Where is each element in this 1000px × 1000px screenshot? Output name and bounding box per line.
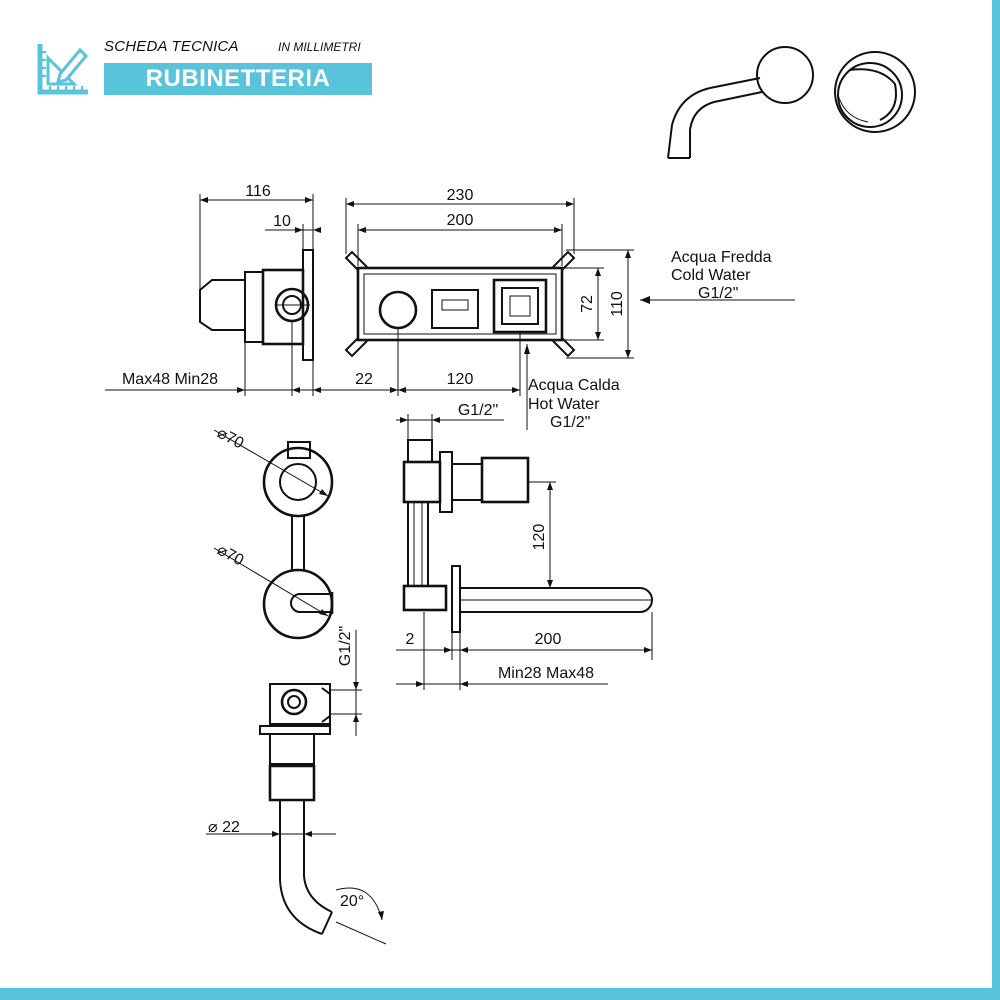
dim-angle: 20°: [340, 893, 364, 910]
dim-wall-range-bottom: Min28 Max48: [498, 665, 594, 682]
dim-box-inner-height: 72: [579, 295, 596, 313]
spout-bottom-view: [259, 683, 333, 935]
ruler-pencil-icon: [36, 40, 92, 96]
box-side-view: [199, 249, 314, 361]
cold-water-label-it: Acqua Fredda: [671, 249, 772, 266]
dim-offset-22: 22: [355, 371, 373, 388]
dim-spout-height: 120: [531, 524, 548, 551]
dim-flange-thickness: 10: [273, 213, 291, 230]
cold-water-thread: G1/2": [698, 285, 738, 302]
dim-box-inner-width: 200: [447, 212, 474, 229]
rosette-front-view: [213, 429, 334, 640]
dim-thread-top: G1/2": [458, 402, 498, 419]
dim-side-depth: 116: [245, 183, 271, 200]
hot-water-thread: G1/2": [550, 414, 590, 431]
top-dimension-lines: [105, 194, 795, 430]
header: SCHEDA TECNICA IN MILLIMETRI RUBINETTERI…: [36, 36, 376, 98]
dim-rosette-diameter-top: ⌀70: [214, 425, 246, 453]
side-section-view: [402, 439, 653, 633]
product-preview: [667, 46, 916, 159]
dim-wall-range: Max48 Min28: [122, 371, 218, 388]
box-front-view: [344, 250, 576, 358]
sheet-title: SCHEDA TECNICA: [104, 38, 239, 55]
unit-note: IN MILLIMETRI: [278, 40, 361, 54]
hot-water-label-en: Hot Water: [528, 396, 600, 413]
dim-center-distance: 120: [447, 371, 474, 388]
hot-water-label-it: Acqua Calda: [528, 377, 620, 394]
dim-gap-2: 2: [406, 631, 415, 648]
dim-rosette-diameter-bottom: ⌀70: [214, 542, 246, 570]
dim-box-height: 110: [609, 291, 626, 317]
category-banner: RUBINETTERIA: [104, 63, 372, 95]
dim-thread-side: G1/2": [337, 626, 354, 666]
top-dimension-arrows: [200, 197, 650, 393]
dim-spout-length: 200: [535, 631, 562, 648]
dim-pipe-diameter: ⌀ 22: [208, 819, 240, 836]
side-dimension-lines: [396, 414, 653, 690]
dim-box-width: 230: [447, 187, 474, 204]
cold-water-label-en: Cold Water: [671, 267, 751, 284]
